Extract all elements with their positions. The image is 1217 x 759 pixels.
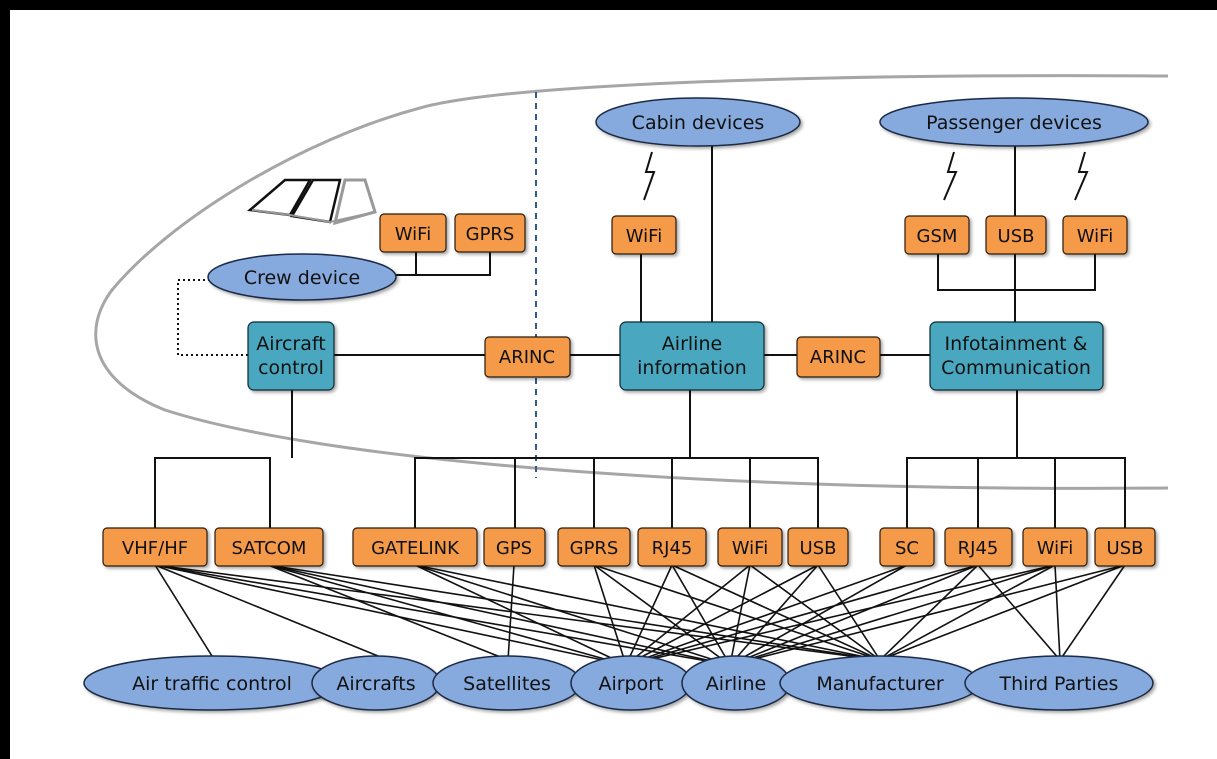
crew-gprs-box: GPRS	[454, 213, 526, 253]
fuselage-outline	[94, 74, 1169, 490]
svg-text:USB: USB	[800, 538, 837, 559]
svg-text:control: control	[258, 357, 324, 379]
svg-text:USB: USB	[1107, 538, 1144, 559]
link-wifi-a-box: WiFi	[717, 527, 783, 567]
manufacturer-node: Manufacturer	[779, 655, 981, 711]
svg-text:GPRS: GPRS	[570, 538, 619, 559]
svg-text:WiFi: WiFi	[1077, 226, 1113, 247]
svg-text:GPS: GPS	[496, 538, 532, 559]
svg-text:Cabin devices: Cabin devices	[632, 112, 765, 134]
link-usb-a-box: USB	[787, 527, 849, 567]
wireless-signal-icons	[643, 151, 1089, 201]
svg-text:ARINC: ARINC	[499, 347, 555, 368]
network-diagram: Cabin devices Passenger devices Crew dev…	[83, 74, 1169, 711]
external-connections	[154, 564, 1126, 666]
diagram-canvas: Cabin devices Passenger devices Crew dev…	[10, 10, 1217, 759]
pax-gsm-box: GSM	[904, 215, 970, 255]
link-rj45-b-box: RJ45	[944, 527, 1013, 567]
svg-text:Airline: Airline	[662, 333, 722, 355]
link-vhf-hf-box: VHF/HF	[102, 527, 208, 567]
crew-device-node: Crew device	[207, 253, 397, 301]
svg-text:RJ45: RJ45	[652, 538, 693, 559]
link-wifi-b-box: WiFi	[1022, 527, 1088, 567]
svg-text:Third Parties: Third Parties	[999, 673, 1119, 695]
link-gps-box: GPS	[483, 527, 546, 567]
svg-text:Manufacturer: Manufacturer	[816, 673, 943, 695]
airport-node: Airport	[570, 655, 692, 711]
svg-text:Aircraft: Aircraft	[256, 333, 325, 355]
svg-text:WiFi: WiFi	[626, 226, 662, 247]
svg-text:Aircrafts: Aircrafts	[336, 673, 415, 695]
pax-usb-box: USB	[985, 215, 1047, 255]
svg-text:RJ45: RJ45	[958, 538, 999, 559]
arinc-left-box: ARINC	[484, 336, 571, 378]
satellites-node: Satellites	[432, 655, 582, 711]
svg-text:GATELINK: GATELINK	[371, 538, 460, 559]
link-sc-box: SC	[879, 527, 935, 567]
svg-text:VHF/HF: VHF/HF	[122, 538, 188, 559]
link-usb-b-box: USB	[1094, 527, 1156, 567]
aircrafts-node: Aircrafts	[311, 655, 441, 711]
svg-text:Crew device: Crew device	[244, 267, 360, 289]
link-gprs-box: GPRS	[557, 527, 631, 567]
svg-text:USB: USB	[998, 226, 1035, 247]
cabin-wifi-box: WiFi	[611, 215, 677, 255]
third-parties-node: Third Parties	[964, 655, 1154, 711]
svg-text:GSM: GSM	[917, 226, 958, 247]
cockpit-windows-icon	[247, 178, 377, 226]
svg-text:Airline: Airline	[706, 673, 766, 695]
svg-text:information: information	[637, 357, 747, 379]
arinc-right-box: ARINC	[796, 336, 881, 378]
svg-text:ARINC: ARINC	[810, 347, 866, 368]
pax-wifi-box: WiFi	[1062, 215, 1128, 255]
svg-text:Passenger devices: Passenger devices	[926, 112, 1102, 134]
svg-text:WiFi: WiFi	[395, 224, 431, 245]
aircraft-control-box: Aircraft control	[247, 321, 335, 391]
svg-text:SC: SC	[895, 538, 919, 559]
infotainment-box: Infotainment & Communication	[929, 321, 1104, 391]
svg-text:Air traffic control: Air traffic control	[132, 673, 292, 695]
air-traffic-control-node: Air traffic control	[83, 655, 341, 711]
svg-text:WiFi: WiFi	[732, 538, 768, 559]
svg-text:Communication: Communication	[941, 357, 1091, 379]
link-gatelink-box: GATELINK	[352, 527, 478, 567]
svg-text:Infotainment &: Infotainment &	[945, 333, 1088, 355]
svg-text:GPRS: GPRS	[466, 224, 515, 245]
upper-connections	[154, 142, 1126, 535]
airline-node: Airline	[681, 655, 791, 711]
svg-text:SATCOM: SATCOM	[232, 538, 307, 559]
svg-text:Airport: Airport	[598, 673, 663, 695]
crew-wifi-box: WiFi	[379, 213, 447, 253]
airline-information-box: Airline information	[619, 321, 765, 391]
svg-text:WiFi: WiFi	[1037, 538, 1073, 559]
passenger-devices-node: Passenger devices	[879, 97, 1149, 147]
link-satcom-box: SATCOM	[214, 527, 324, 567]
svg-text:Satellites: Satellites	[463, 673, 551, 695]
link-rj45-a-box: RJ45	[637, 527, 707, 567]
cabin-devices-node: Cabin devices	[595, 97, 801, 147]
